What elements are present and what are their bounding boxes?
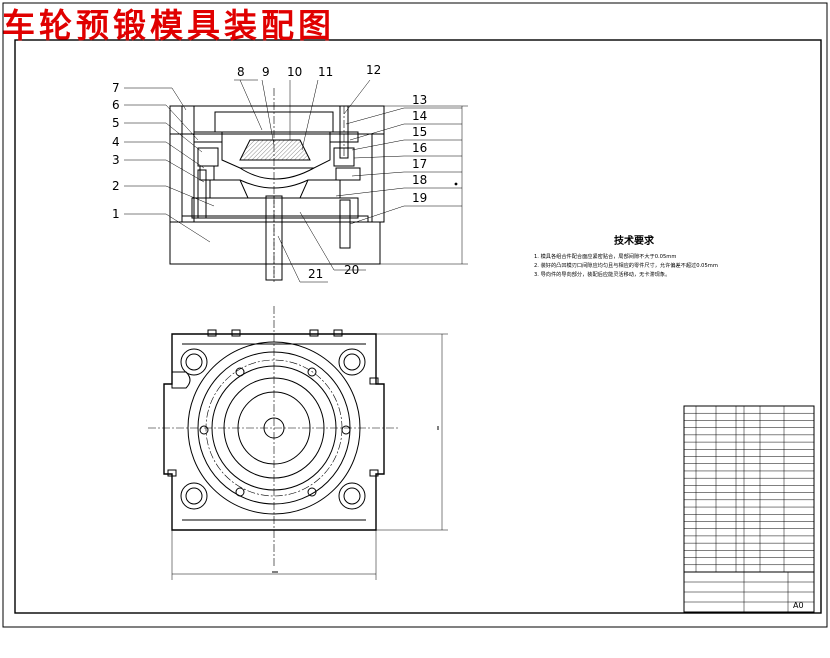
title-block: A0 — [683, 405, 815, 613]
part-number-5: 5 — [112, 116, 120, 130]
part-number-7: 7 — [112, 81, 120, 95]
tech-requirement-2: 2. 装好的凸凹模刃口间隙应均匀且与相应的零件尺寸，允许偏差不超过0.05mm — [534, 261, 718, 269]
technical-requirements: 技术要求 1. 模具各组合件配合面应紧密贴合，局部间隙不大于0.05mm 2. … — [534, 234, 718, 278]
leader-lines — [124, 79, 462, 283]
part-number-2: 2 — [112, 179, 120, 193]
plan-view — [148, 306, 448, 580]
part-numbers: 7 6 5 4 3 2 1 8 9 10 11 12 13 14 15 16 1… — [112, 63, 427, 281]
part-number-9: 9 — [262, 65, 270, 79]
tech-requirement-1: 1. 模具各组合件配合面应紧密贴合，局部间隙不大于0.05mm — [534, 252, 676, 260]
drawing-title: 车轮预锻模具装配图 — [2, 6, 335, 45]
tech-requirement-3: 3. 导向件的导向部分，装配后应能灵活移动，无卡滞现象。 — [534, 270, 670, 278]
part-number-14: 14 — [412, 109, 427, 123]
sheet-size: A0 — [793, 601, 804, 610]
part-number-6: 6 — [112, 98, 120, 112]
sheet-border — [2, 2, 828, 628]
part-number-4: 4 — [112, 135, 120, 149]
part-number-11: 11 — [318, 65, 333, 79]
tech-requirements-heading: 技术要求 — [614, 234, 655, 247]
part-number-21: 21 — [308, 267, 323, 281]
section-view — [169, 88, 468, 282]
part-number-1: 1 — [112, 207, 120, 221]
part-number-17: 17 — [412, 157, 427, 171]
part-number-16: 16 — [412, 141, 427, 155]
part-number-19: 19 — [412, 191, 427, 205]
part-number-3: 3 — [112, 153, 120, 167]
part-number-8: 8 — [237, 65, 245, 79]
part-number-15: 15 — [412, 125, 427, 139]
part-number-10: 10 — [287, 65, 302, 79]
part-number-12: 12 — [366, 63, 381, 77]
part-number-18: 18 — [412, 173, 427, 187]
part-number-13: 13 — [412, 93, 427, 107]
part-number-20: 20 — [344, 263, 359, 277]
